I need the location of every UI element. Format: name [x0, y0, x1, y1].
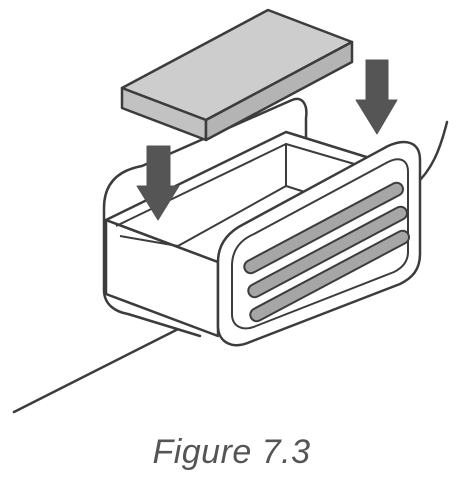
- down-arrow-icon: [355, 59, 398, 135]
- drawer-front-panel: [216, 140, 422, 347]
- down-arrow-icon: [136, 145, 180, 221]
- floor-line: [12, 316, 202, 414]
- grille-slot-3: [249, 229, 410, 323]
- figure-caption: Figure 7.3: [152, 433, 311, 471]
- filter-block-side: [204, 40, 354, 142]
- drawer-front-inner-edge: [231, 158, 409, 330]
- grille-slot-2: [247, 205, 408, 299]
- grille-slot-1: [243, 181, 404, 275]
